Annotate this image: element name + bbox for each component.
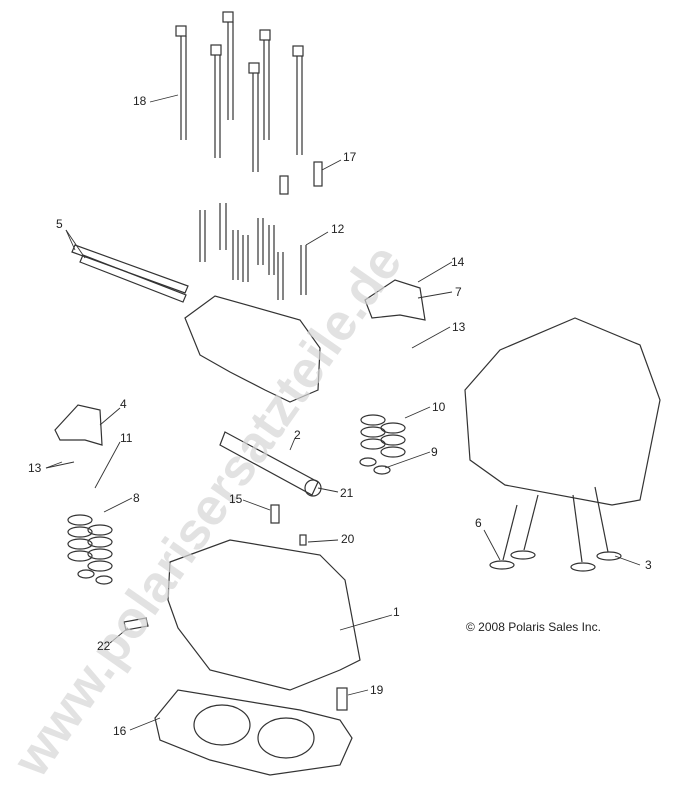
callout-5: 5 bbox=[56, 217, 63, 231]
valve-springs-left bbox=[67, 514, 113, 585]
camshaft bbox=[219, 431, 319, 496]
callout-8: 8 bbox=[133, 491, 140, 505]
callout-10: 10 bbox=[432, 400, 446, 414]
callout-17: 17 bbox=[343, 150, 357, 164]
valve-springs-right bbox=[359, 414, 406, 475]
callout-4: 4 bbox=[120, 397, 127, 411]
callout-21: 21 bbox=[340, 486, 354, 500]
callout-22: 22 bbox=[97, 639, 111, 653]
callout-3: 3 bbox=[645, 558, 652, 572]
cylinder-head-view-2 bbox=[464, 317, 661, 506]
rocker-shafts bbox=[71, 244, 189, 303]
callout-11: 11 bbox=[120, 431, 133, 445]
callout-1: 1 bbox=[393, 605, 400, 619]
callout-15: 15 bbox=[229, 492, 243, 506]
callout-20: 20 bbox=[341, 532, 355, 546]
callout-14: 14 bbox=[451, 255, 465, 269]
callout-13-right: 13 bbox=[452, 320, 466, 334]
callout-6: 6 bbox=[475, 516, 482, 530]
callout-2: 2 bbox=[294, 428, 301, 442]
callout-19: 19 bbox=[370, 683, 384, 697]
callout-18: 18 bbox=[133, 94, 147, 108]
cylinder-head bbox=[167, 539, 361, 691]
head-bolts bbox=[175, 11, 304, 172]
cam-carrier bbox=[184, 295, 321, 403]
callout-12: 12 bbox=[331, 222, 345, 236]
callout-16: 16 bbox=[113, 724, 127, 738]
bolts-12 bbox=[199, 203, 307, 300]
callout-9: 9 bbox=[431, 445, 438, 459]
callout-13-left: 13 bbox=[28, 461, 42, 475]
callout-7: 7 bbox=[455, 285, 462, 299]
head-gasket bbox=[154, 689, 353, 776]
valves bbox=[489, 486, 622, 572]
copyright-notice: © 2008 Polaris Sales Inc. bbox=[466, 620, 601, 634]
